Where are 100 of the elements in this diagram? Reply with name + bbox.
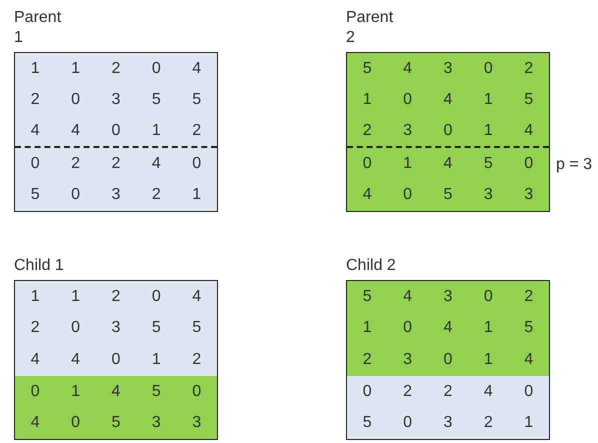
matrix-row xyxy=(347,116,549,148)
matrix-value: 0 xyxy=(30,382,41,401)
matrix-value: 3 xyxy=(191,414,202,432)
matrix-value: 2 xyxy=(30,91,41,110)
matrix-value: 5 xyxy=(523,91,534,110)
matrix-value: 5 xyxy=(362,60,373,78)
matrix-value: 5 xyxy=(442,186,454,204)
matrix-value: 0 xyxy=(402,414,414,432)
matrix-value: 1 xyxy=(482,319,494,338)
matrix-value: 0 xyxy=(442,350,454,369)
matrix-value: 5 xyxy=(482,154,494,173)
matrix-value: 1 xyxy=(150,350,162,369)
matrix-title: Parent 1 xyxy=(14,8,62,48)
matrix-value: 0 xyxy=(402,186,414,204)
matrix-title: Parent 2 xyxy=(346,8,394,48)
matrix-value: 0 xyxy=(110,350,122,369)
matrix-value: 0 xyxy=(402,91,414,110)
crossover-point-label: p = 3 xyxy=(556,156,592,174)
matrix-row xyxy=(347,148,549,180)
matrix-value: 2 xyxy=(191,122,202,140)
matrix-value: 1 xyxy=(482,91,494,110)
matrix-value: 0 xyxy=(402,319,414,338)
matrix-value: 4 xyxy=(362,186,373,204)
matrix-value: 4 xyxy=(442,91,454,110)
matrix-value: 3 xyxy=(110,186,122,204)
matrix-row xyxy=(15,53,217,85)
matrix-value: 4 xyxy=(482,382,494,401)
matrix-value: 1 xyxy=(150,122,162,140)
matrix-value: 2 xyxy=(523,60,534,78)
matrix-row xyxy=(347,281,549,313)
matrix-value: 1 xyxy=(30,288,41,306)
matrix-value: 1 xyxy=(191,186,202,204)
matrix-value: 0 xyxy=(362,382,373,401)
matrix-value: 4 xyxy=(442,319,454,338)
matrix-value: 0 xyxy=(523,154,534,173)
matrix-panel xyxy=(346,8,550,212)
matrix-value: 1 xyxy=(70,382,82,401)
matrix-value: 5 xyxy=(150,382,162,401)
matrix-row xyxy=(347,179,549,211)
matrix-value: 1 xyxy=(70,60,82,78)
matrix-value: 3 xyxy=(402,122,414,140)
matrix-value: 4 xyxy=(70,350,82,369)
matrix-value: 4 xyxy=(150,154,162,173)
matrix-value: 4 xyxy=(402,288,414,306)
matrix-value: 4 xyxy=(30,122,41,140)
matrix-value: 3 xyxy=(442,60,454,78)
matrix-value: 2 xyxy=(150,186,162,204)
matrix-row xyxy=(347,344,549,376)
matrix-value: 1 xyxy=(362,91,373,110)
matrix-value: 2 xyxy=(110,288,122,306)
matrix-value: 2 xyxy=(110,154,122,173)
matrix-value: 2 xyxy=(70,154,82,173)
matrix-value: 0 xyxy=(70,319,82,338)
matrix-row xyxy=(15,376,217,408)
matrix-title: Child 1 xyxy=(14,256,65,276)
matrix-value: 5 xyxy=(191,319,202,338)
matrix-value: 5 xyxy=(150,319,162,338)
matrix-value: 3 xyxy=(110,319,122,338)
matrix-value: 2 xyxy=(402,382,414,401)
matrix-value: 3 xyxy=(402,350,414,369)
matrix-value: 5 xyxy=(30,186,41,204)
matrix-value: 3 xyxy=(150,414,162,432)
matrix-value: 5 xyxy=(191,91,202,110)
matrix-value: 5 xyxy=(110,414,122,432)
matrix-row xyxy=(15,407,217,439)
matrix-row xyxy=(15,281,217,313)
matrix-value: 2 xyxy=(523,288,534,306)
matrix-row xyxy=(15,179,217,211)
matrix-value: 0 xyxy=(482,60,494,78)
matrix-value: 0 xyxy=(70,414,82,432)
matrix-value: 5 xyxy=(150,91,162,110)
matrix-value: 0 xyxy=(70,186,82,204)
matrix-value: 0 xyxy=(523,382,534,401)
matrix-value: 2 xyxy=(482,414,494,432)
matrix-row xyxy=(347,376,549,408)
matrix-value: 5 xyxy=(523,319,534,338)
matrix-value: 0 xyxy=(150,60,162,78)
matrix-value: 1 xyxy=(402,154,414,173)
matrix-row xyxy=(347,53,549,85)
matrix-value: 1 xyxy=(523,414,534,432)
matrix-value: 0 xyxy=(70,91,82,110)
matrix-value: 2 xyxy=(191,350,202,369)
matrix-value: 3 xyxy=(442,288,454,306)
matrix-value: 0 xyxy=(191,154,202,173)
matrix-value: 1 xyxy=(70,288,82,306)
matrix-value: 3 xyxy=(523,186,534,204)
matrix-value: 4 xyxy=(30,350,41,369)
matrix-value: 2 xyxy=(362,122,373,140)
matrix-value: 0 xyxy=(442,122,454,140)
matrix-value: 3 xyxy=(482,186,494,204)
matrix-value: 3 xyxy=(442,414,454,432)
matrix-value: 1 xyxy=(30,60,41,78)
matrix-title: Child 2 xyxy=(346,256,397,276)
matrix-row xyxy=(15,344,217,376)
matrix-value: 4 xyxy=(402,60,414,78)
matrix-row xyxy=(15,116,217,148)
matrix-value: 4 xyxy=(191,60,202,78)
matrix-row xyxy=(15,148,217,180)
matrix-value: 2 xyxy=(442,382,454,401)
matrix-value: 0 xyxy=(482,288,494,306)
